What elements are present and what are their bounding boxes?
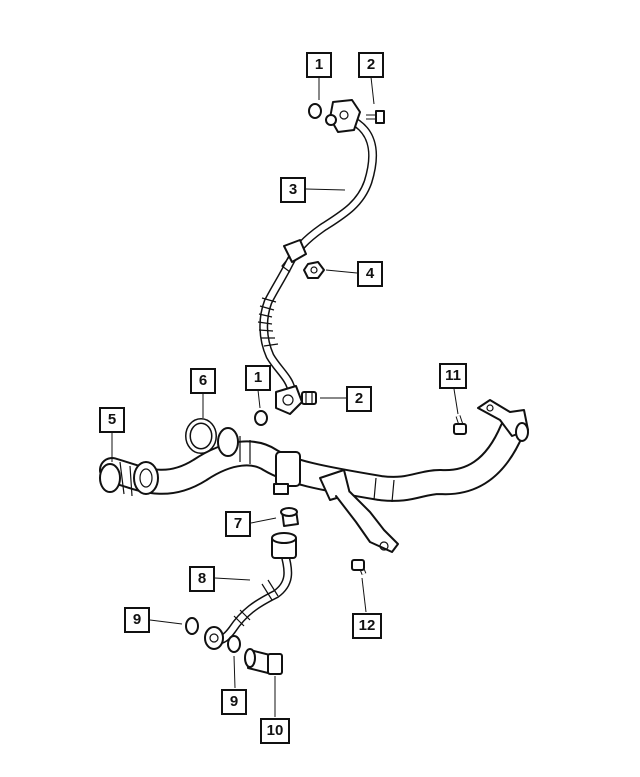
bolt-part-2-top [366, 110, 385, 124]
bolt-part-12 [351, 559, 367, 575]
callout-12: 12 [352, 613, 382, 639]
o-ring-part-1-top [308, 103, 322, 119]
washer-part-9-right [227, 635, 241, 653]
callout-5: 5 [99, 407, 125, 433]
drain-tube-part-8 [204, 532, 297, 650]
callout-9-bottom: 9 [221, 689, 247, 715]
callout-1-lower: 1 [245, 365, 271, 391]
banjo-bolt-part-10 [244, 648, 283, 675]
cap-part-7 [280, 507, 299, 527]
leader-lines [111, 76, 459, 717]
seal-ring-part-6 [185, 418, 217, 454]
nut-part-4 [303, 261, 325, 279]
callout-7: 7 [225, 511, 251, 537]
upper-tube-part-3 [257, 99, 378, 415]
callout-10: 10 [260, 718, 290, 744]
washer-part-9-left [185, 617, 199, 635]
callout-6: 6 [190, 368, 216, 394]
callout-8: 8 [189, 566, 215, 592]
callout-2-lower: 2 [346, 386, 372, 412]
bolt-part-2-lower [301, 391, 317, 405]
callout-2-upper: 2 [358, 52, 384, 78]
callout-9-left: 9 [124, 607, 150, 633]
bolt-part-11 [453, 415, 467, 435]
callout-3: 3 [280, 177, 306, 203]
coolant-tube-part-5 [99, 399, 529, 553]
callout-4: 4 [357, 261, 383, 287]
callout-11: 11 [439, 363, 467, 389]
o-ring-part-1-lower [254, 410, 268, 426]
callout-1-upper: 1 [306, 52, 332, 78]
